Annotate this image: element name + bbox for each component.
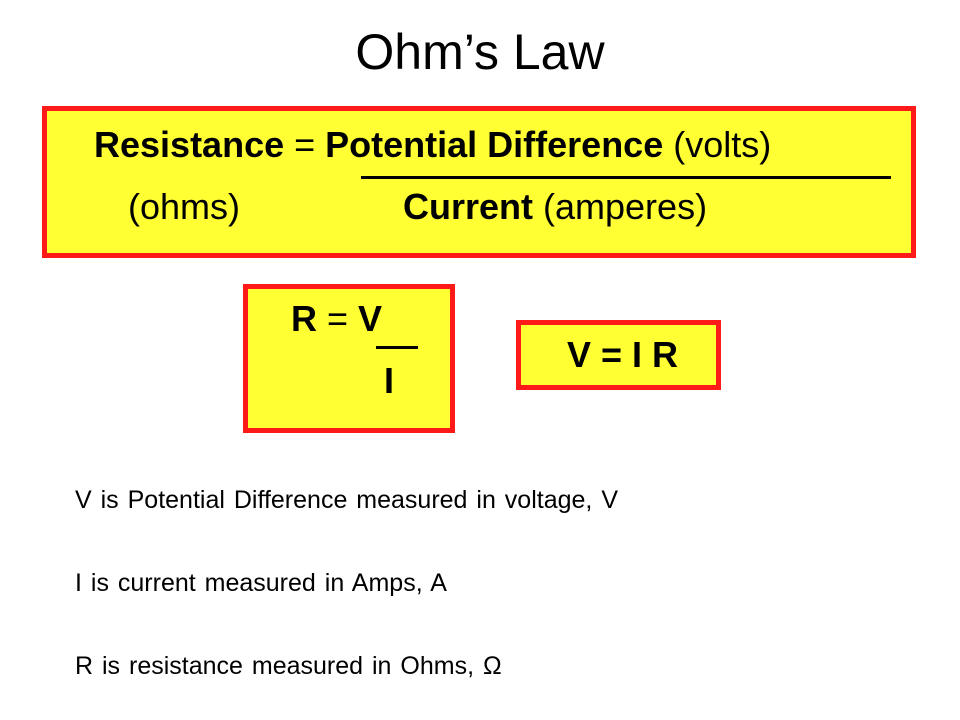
formula-i: I: [384, 360, 395, 401]
resistance-formula-top: R = V: [291, 298, 382, 340]
resistance-formula-box: [243, 284, 455, 433]
word-equation-fraction-bar: [361, 176, 891, 179]
slide-title: Ohm’s Law: [355, 24, 605, 80]
formula-equals: =: [317, 298, 359, 339]
definition-voltage: V is Potential Difference measured in vo…: [75, 486, 618, 514]
formula-fraction-bar: [376, 346, 418, 349]
formula-v: V: [358, 298, 383, 339]
definition-resistance: R is resistance measured in Ohms, Ω: [75, 652, 502, 680]
ohms-unit: (ohms): [128, 186, 241, 227]
formula-r: R: [291, 298, 317, 339]
resistance-term: Resistance: [94, 124, 285, 165]
current-term: Current: [403, 186, 534, 227]
voltage-formula-box: [516, 320, 721, 390]
volts-unit: (volts): [663, 124, 772, 165]
word-equation-top-row: Resistance = Potential Difference (volts…: [94, 124, 771, 166]
voltage-formula-text: V = I R: [567, 334, 679, 375]
word-equation-box: [42, 106, 916, 258]
amperes-unit: (amperes): [533, 186, 708, 227]
equals-sign: =: [284, 124, 326, 165]
definition-current: I is current measured in Amps, A: [75, 569, 447, 597]
potential-difference-term: Potential Difference: [325, 124, 664, 165]
current-term-row: Current (amperes): [403, 186, 707, 228]
